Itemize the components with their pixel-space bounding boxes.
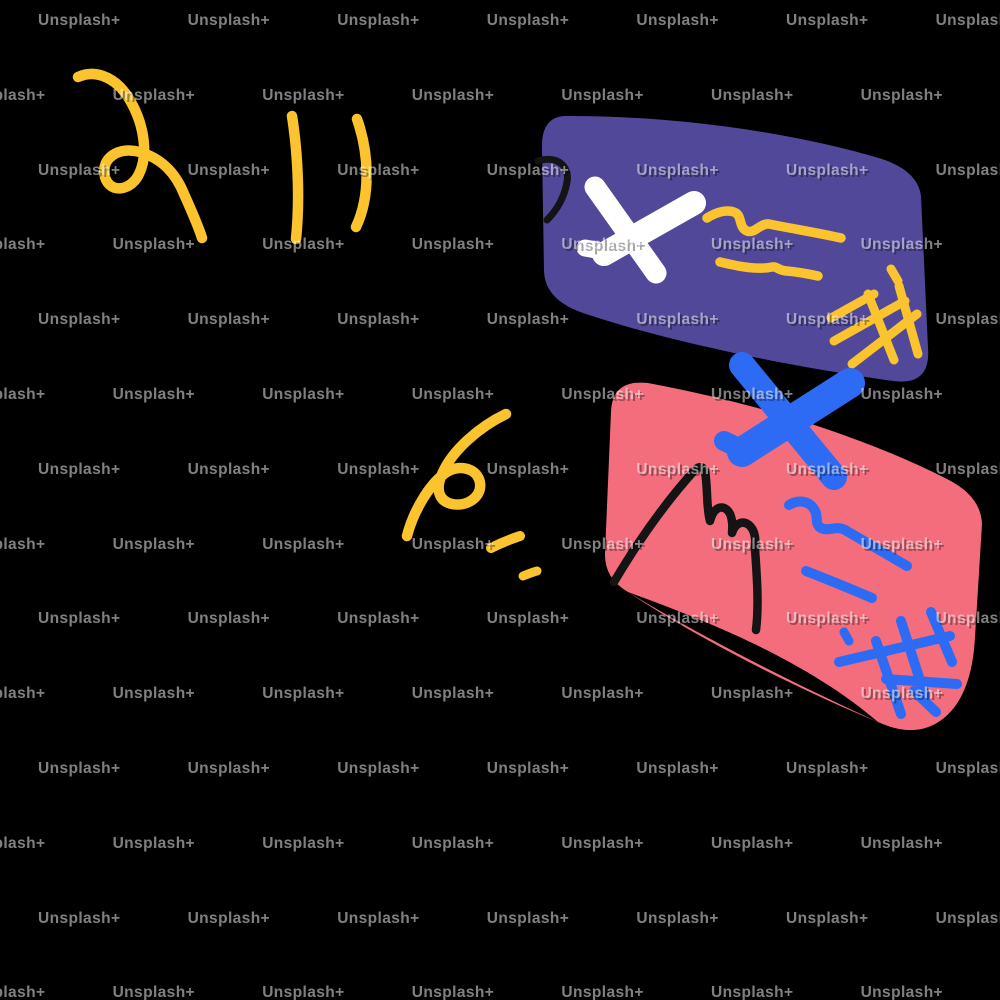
hatch-stroke	[894, 281, 923, 359]
hatch-stroke	[834, 631, 955, 667]
plane-fuselage	[592, 191, 706, 266]
squiggle-stroke	[401, 408, 512, 542]
blue-airplane-icon	[714, 352, 865, 490]
tag-string-loop	[534, 156, 571, 224]
vertical-stroke	[350, 113, 372, 233]
dash-stroke	[486, 531, 525, 553]
yellow-loop-squiggle-top-left	[72, 68, 372, 245]
squiggle-stroke	[72, 68, 208, 244]
plane-wings	[729, 352, 847, 490]
hatch-dash	[886, 264, 903, 286]
scribble-line	[715, 257, 823, 281]
dash-stroke	[518, 566, 542, 581]
scribble-dash	[839, 627, 854, 646]
blue-text-scribbles	[784, 496, 912, 646]
hatch-stroke	[881, 674, 962, 689]
pointing-hand-outline	[609, 462, 762, 635]
plane-tail	[576, 239, 611, 260]
yellow-text-scribbles	[702, 206, 846, 281]
hatch-stroke	[909, 686, 941, 717]
purple-ticket	[534, 115, 929, 382]
white-airplane-icon	[576, 176, 706, 284]
blue-crosshatch	[834, 607, 962, 719]
scribble-line	[702, 206, 846, 243]
yellow-crosshatch	[826, 264, 923, 369]
vertical-stroke	[286, 110, 304, 245]
plane-wings	[584, 176, 667, 284]
yellow-loop-squiggle-middle	[401, 408, 542, 581]
hatch-stroke	[829, 296, 910, 346]
scribble-line	[784, 496, 912, 571]
pink-ticket	[604, 382, 982, 731]
plane-tail	[714, 431, 751, 459]
scribble-line	[801, 566, 877, 603]
hatch-stroke	[863, 289, 899, 365]
